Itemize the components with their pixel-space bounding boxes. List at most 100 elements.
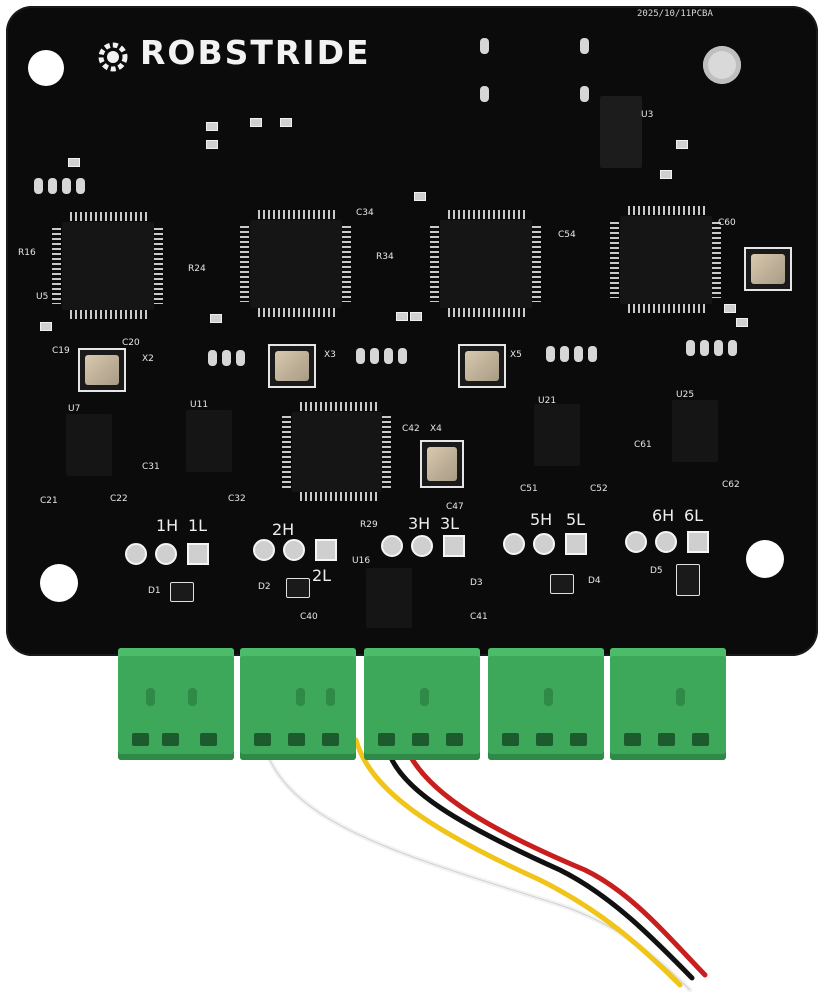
pad	[480, 86, 489, 102]
pad	[480, 38, 489, 54]
ref-c42: C42	[402, 424, 420, 434]
pad	[588, 346, 597, 362]
ref-u25: U25	[676, 390, 695, 400]
main-mcu-chip	[292, 412, 382, 492]
smd-resistor	[206, 122, 218, 131]
smd-capacitor	[736, 318, 748, 327]
mounting-hole	[746, 540, 784, 578]
gear-logo-icon	[98, 42, 128, 72]
ref-d4: D4	[588, 576, 601, 586]
mounting-hole	[28, 50, 64, 86]
port-label-2h: 2H	[272, 520, 295, 539]
transceiver-chip	[534, 404, 580, 466]
chip-pins	[628, 206, 708, 215]
diode-d4	[550, 574, 574, 594]
terminal-block	[610, 648, 726, 760]
wire-red	[405, 749, 708, 978]
chip-pins	[52, 228, 61, 304]
ref-u3: U3	[641, 110, 654, 120]
pad	[48, 178, 57, 194]
crystal-oscillator	[744, 247, 792, 291]
ref-c51: C51	[520, 484, 538, 494]
ref-c34: C34	[356, 208, 374, 218]
ref-u21: U21	[538, 396, 557, 406]
ref-c31: C31	[142, 462, 160, 472]
port-label-2l: 2L	[312, 566, 332, 585]
pad	[384, 348, 393, 364]
ref-r34: R34	[376, 252, 394, 262]
ref-c41: C41	[470, 612, 488, 622]
pad	[714, 340, 723, 356]
terminal-block	[240, 648, 356, 760]
mounting-hole	[40, 564, 78, 602]
crystal-oscillator	[268, 344, 316, 388]
ref-u7: U7	[68, 404, 81, 414]
mcu-chip	[440, 220, 532, 308]
transceiver-chip	[366, 568, 412, 628]
ref-c52: C52	[590, 484, 608, 494]
pad	[546, 346, 555, 362]
chip-pins	[628, 304, 708, 313]
pad	[728, 340, 737, 356]
ref-u5: U5	[36, 292, 49, 302]
pad	[574, 346, 583, 362]
port-label-1h: 1H	[156, 516, 179, 535]
ref-c32: C32	[228, 494, 246, 504]
smd-capacitor	[210, 314, 222, 323]
ref-d1: D1	[148, 586, 161, 596]
chip-pins	[448, 210, 528, 219]
ref-x3: X3	[324, 350, 336, 360]
port-label-1l: 1L	[188, 516, 208, 535]
chip-pins	[258, 210, 338, 219]
ref-c21: C21	[40, 496, 58, 506]
pad	[76, 178, 85, 194]
brand-logo: ROBSTRIDE	[140, 33, 371, 72]
mcu-chip	[250, 220, 342, 308]
ref-d3: D3	[470, 578, 483, 588]
chip-pins	[448, 308, 528, 317]
smd-capacitor	[724, 304, 736, 313]
smd-capacitor	[396, 312, 408, 321]
chip-pins	[712, 222, 721, 298]
pad	[580, 38, 589, 54]
pad	[236, 350, 245, 366]
chip-pins	[240, 226, 249, 302]
pad	[370, 348, 379, 364]
ref-r29: R29	[360, 520, 378, 530]
regulator-u3	[600, 96, 642, 168]
pad	[62, 178, 71, 194]
ref-x2: X2	[142, 354, 154, 364]
ref-c47: C47	[446, 502, 464, 512]
pad	[686, 340, 695, 356]
diode-d1	[170, 582, 194, 602]
port-label-5l: 5L	[566, 510, 586, 529]
ref-c54: C54	[558, 230, 576, 240]
terminal-block	[488, 648, 604, 760]
pad	[700, 340, 709, 356]
mcu-chip	[62, 222, 154, 310]
pad	[560, 346, 569, 362]
smd-capacitor	[676, 140, 688, 149]
chip-pins	[300, 402, 378, 411]
ref-c22: C22	[110, 494, 128, 504]
pad	[398, 348, 407, 364]
wire-black	[385, 747, 695, 981]
chip-pins	[282, 416, 291, 488]
ref-d5: D5	[650, 566, 663, 576]
pad	[356, 348, 365, 364]
wire-white-outline	[267, 755, 691, 991]
smd-capacitor	[250, 118, 262, 127]
smd-capacitor	[40, 322, 52, 331]
ref-x4: X4	[430, 424, 442, 434]
ref-x5: X5	[510, 350, 522, 360]
mcu-chip	[620, 216, 712, 304]
pad	[208, 350, 217, 366]
terminal-block	[364, 648, 480, 760]
chip-pins	[342, 226, 351, 302]
chip-pins	[382, 416, 391, 488]
ref-c60: C60	[718, 218, 736, 228]
transceiver-chip	[672, 400, 718, 462]
smd-capacitor	[414, 192, 426, 201]
date-code: 2025/10/11PCBA	[637, 9, 713, 19]
ref-u11: U11	[190, 400, 209, 410]
